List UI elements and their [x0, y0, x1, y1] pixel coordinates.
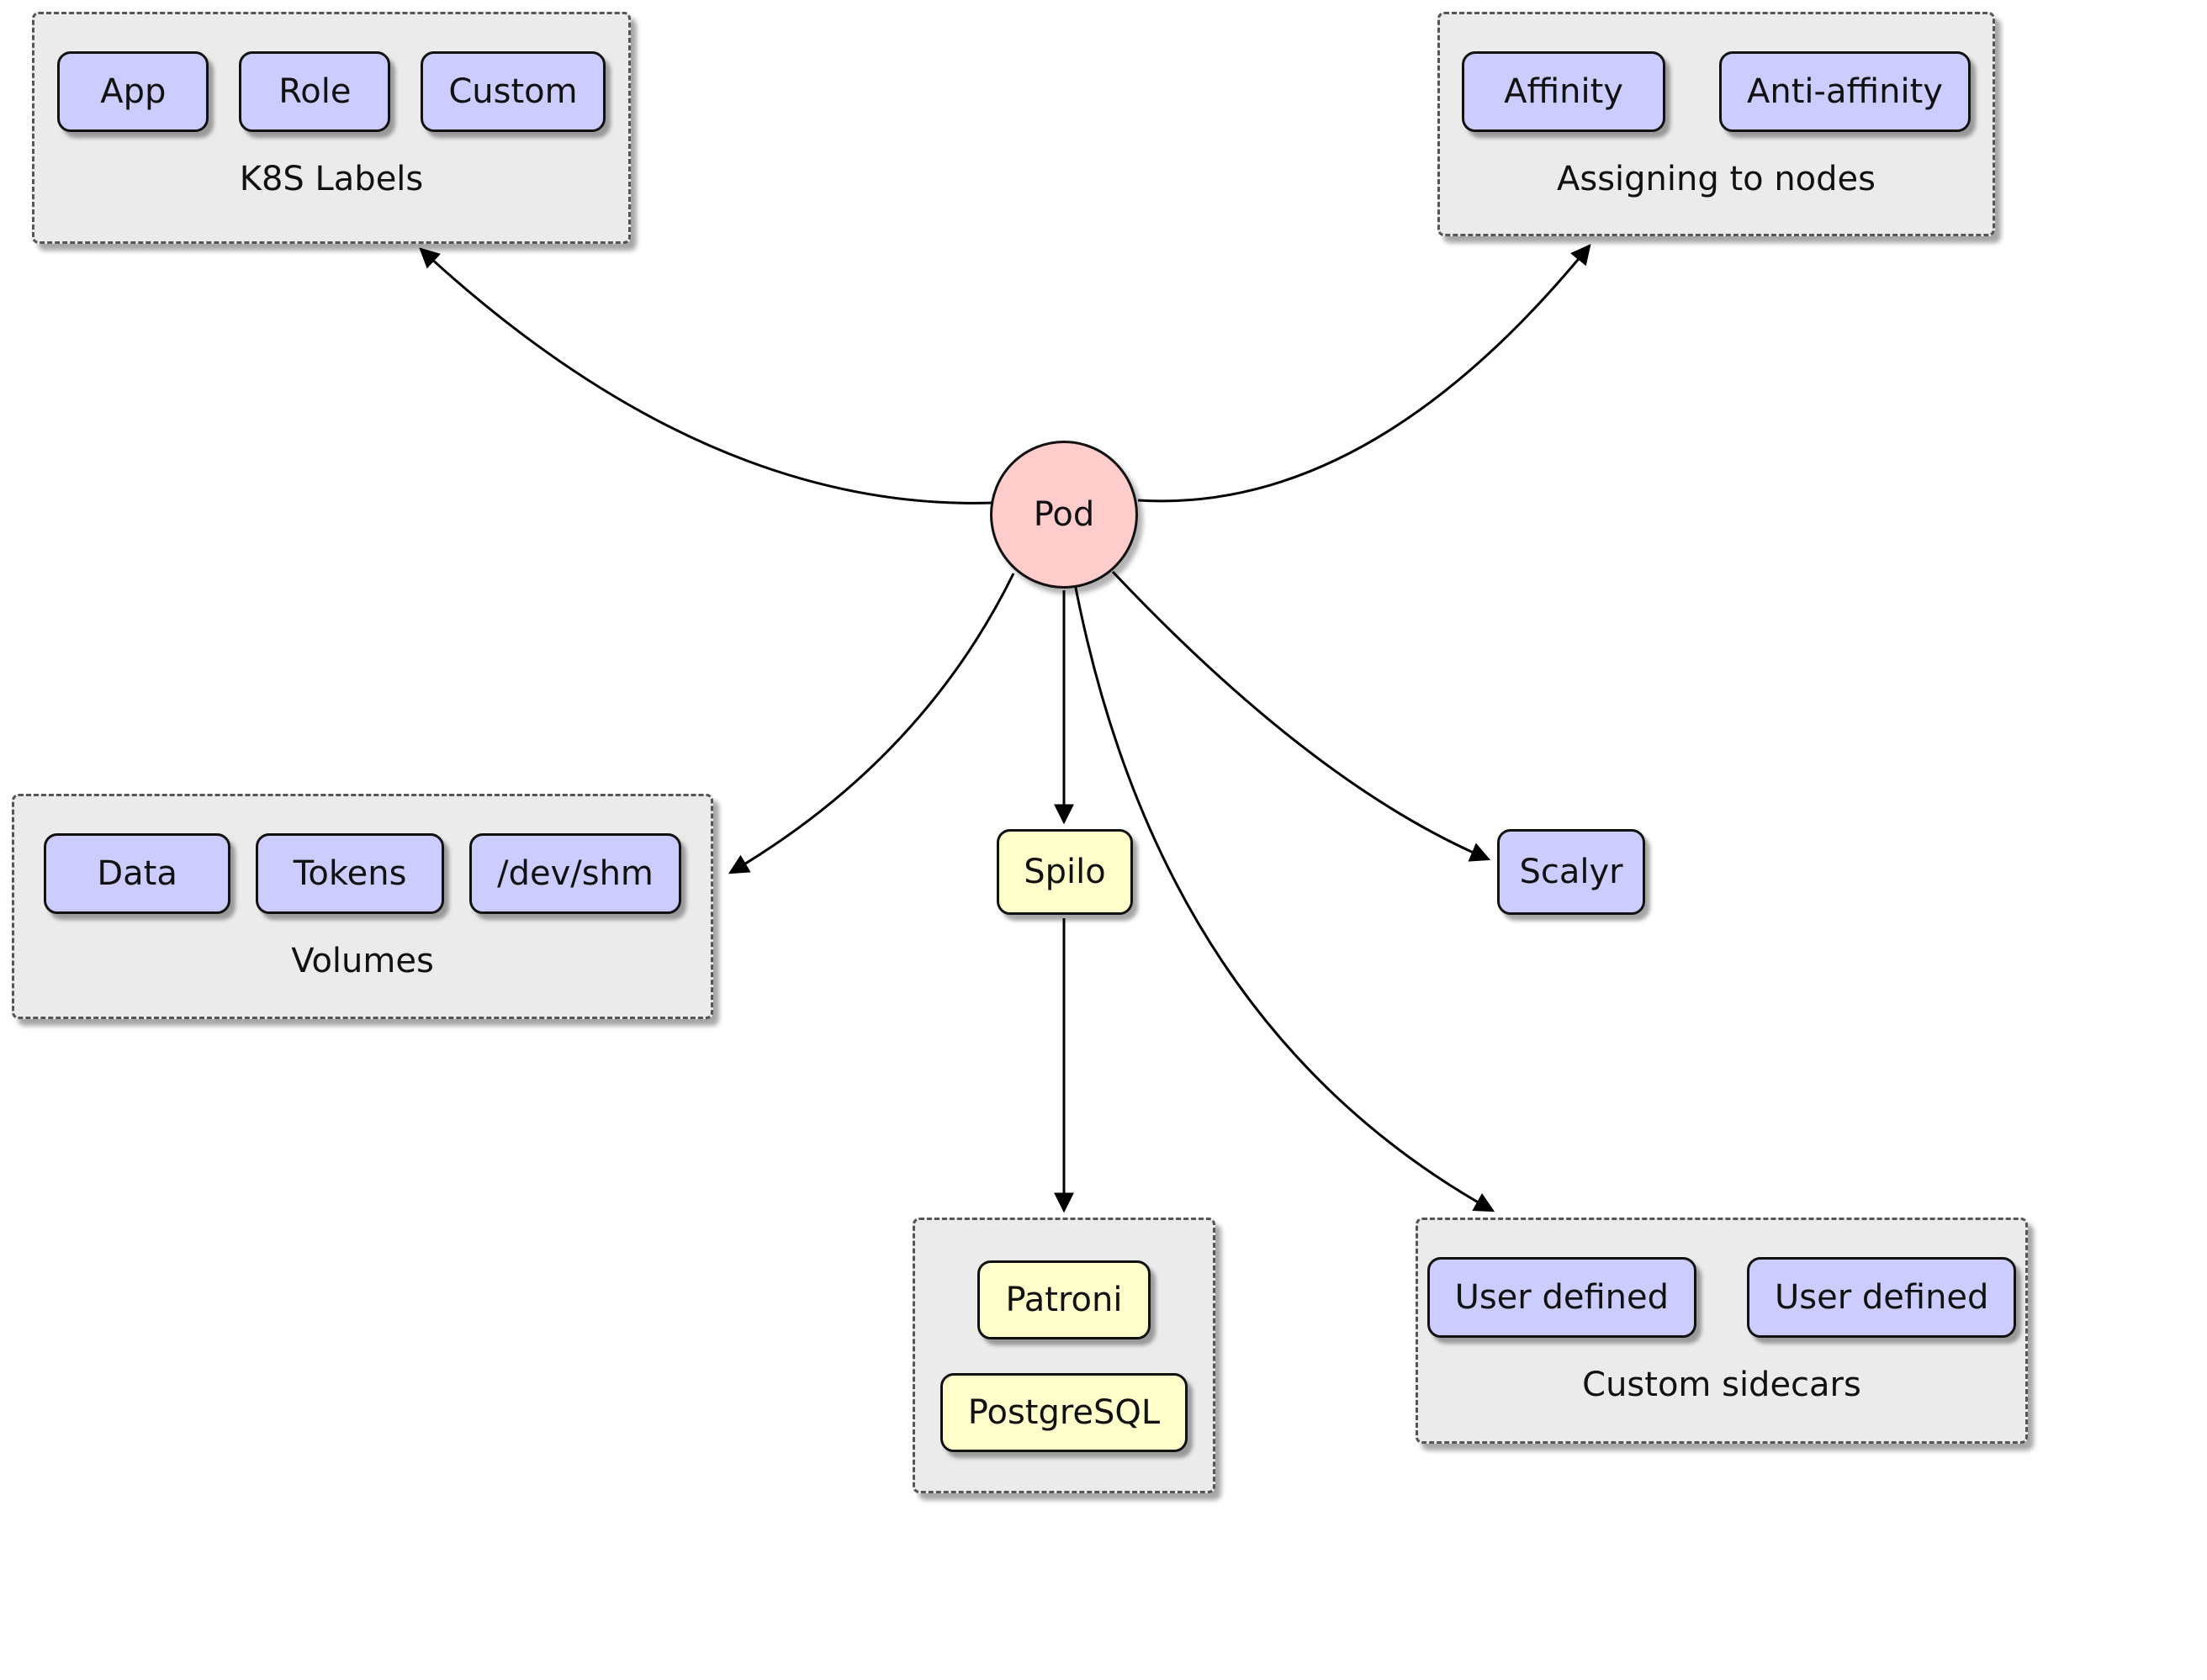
volumes-row: Data Tokens /dev/shm	[44, 833, 681, 914]
node-spilo: Spilo	[997, 829, 1133, 915]
arrow-pod-to-assigning-to-nodes	[1137, 244, 1591, 503]
k8s-labels-row: App Role Custom	[57, 51, 606, 132]
assigning-to-nodes-title: Assigning to nodes	[1556, 160, 1876, 198]
node-custom: Custom	[421, 51, 606, 132]
arrow-pod-to-custom-sidecars	[1073, 583, 1495, 1212]
volumes-title: Volumes	[291, 942, 434, 980]
node-postgresql: PostgreSQL	[939, 1373, 1188, 1452]
node-role: Role	[239, 51, 391, 132]
node-anti-affinity: Anti-affinity	[1719, 51, 1971, 132]
assigning-to-nodes-group: Affinity Anti-affinity Assigning to node…	[1437, 12, 1995, 236]
volumes-group: Data Tokens /dev/shm Volumes	[12, 794, 713, 1019]
node-affinity: Affinity	[1462, 51, 1666, 132]
node-app: App	[57, 51, 209, 132]
node-dev-shm: /dev/shm	[469, 833, 681, 914]
arrow-pod-to-scalyr	[1111, 570, 1491, 862]
k8s-labels-title: K8S Labels	[239, 160, 424, 198]
node-user-defined-1: User defined	[1426, 1257, 1696, 1338]
arrow-pod-to-volumes	[728, 573, 1015, 874]
node-data: Data	[44, 833, 231, 914]
k8s-labels-group: App Role Custom K8S Labels	[32, 12, 631, 244]
node-user-defined-2: User defined	[1747, 1257, 2017, 1338]
pod-node: Pod	[990, 441, 1138, 589]
spilo-stack-group: Patroni PostgreSQL	[913, 1218, 1215, 1493]
assigning-to-nodes-row: Affinity Anti-affinity	[1462, 51, 1971, 132]
node-tokens: Tokens	[256, 833, 445, 914]
node-scalyr: Scalyr	[1497, 829, 1645, 915]
custom-sidecars-row: User defined User defined	[1426, 1257, 2017, 1338]
arrow-pod-to-k8s-labels	[419, 247, 994, 505]
custom-sidecars-title: Custom sidecars	[1582, 1366, 1861, 1404]
node-patroni: Patroni	[977, 1260, 1151, 1339]
custom-sidecars-group: User defined User defined Custom sidecar…	[1416, 1218, 2028, 1444]
spilo-stack-col: Patroni PostgreSQL	[939, 1260, 1188, 1452]
